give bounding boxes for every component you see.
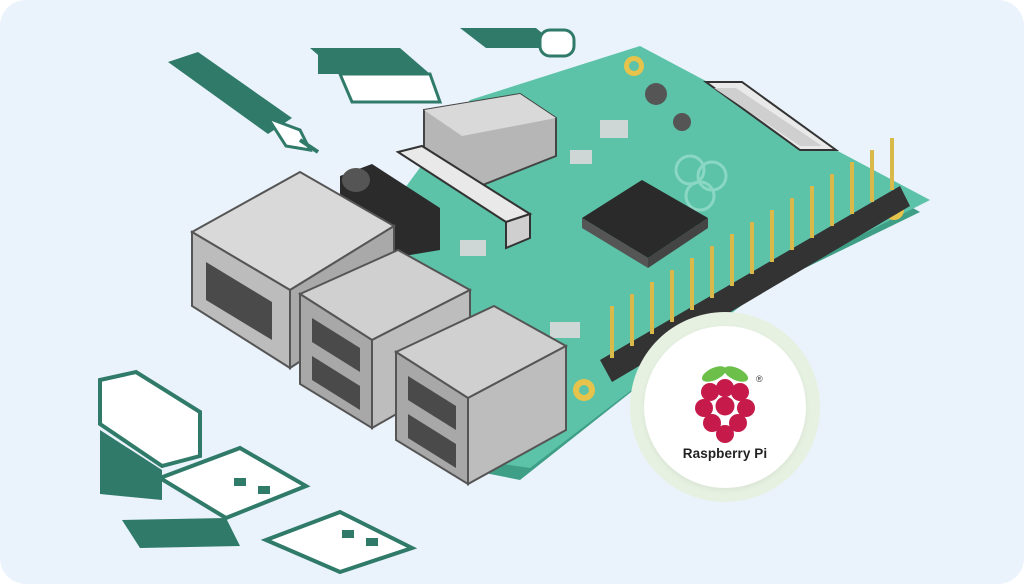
processor-chip [582,180,708,268]
hdmi-cable-icon [310,48,443,104]
hdmi-port [423,92,557,192]
audio-cable-icon [168,52,320,154]
brand-badge: ® Raspberry Pi [630,312,820,502]
display-connector [702,81,840,151]
usb-c-cable-icon [460,28,576,58]
registered-mark: ® [756,374,763,384]
usb-cable-icon [98,369,418,575]
usb-port-2 [393,304,569,486]
camera-connector [395,144,533,250]
raspberry-logo-icon [695,366,755,443]
brand-name: Raspberry Pi [682,446,768,461]
brand-badge-inner: ® Raspberry Pi [644,326,806,488]
